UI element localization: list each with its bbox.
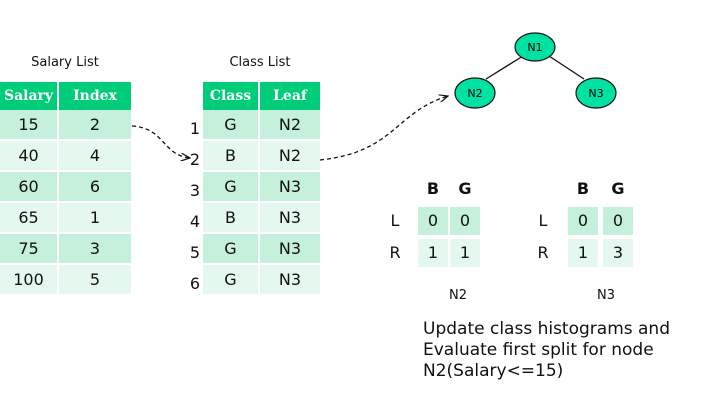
description-line: N2(Salary<=15) — [423, 361, 564, 381]
salary-header: Salary — [0, 82, 59, 110]
index-header: Index — [58, 82, 131, 110]
index-cell: 4 — [58, 140, 131, 172]
table-row: B N2 — [203, 140, 320, 172]
tree-node-n3: N3 — [575, 77, 617, 109]
table-row: 60 6 — [0, 171, 131, 203]
description-line: Update class histograms and — [423, 319, 670, 339]
histogram-cell: 0 — [418, 207, 448, 235]
histogram-cell: 0 — [568, 207, 598, 235]
dashed-arrow-index-to-row — [131, 125, 190, 158]
table-row: G N3 — [203, 171, 320, 203]
salary-list-title: Salary List — [31, 55, 99, 70]
histogram-col-header: G — [458, 179, 472, 198]
table-row: 40 4 — [0, 140, 131, 172]
table-row: 75 3 — [0, 233, 131, 265]
table-row: 100 5 — [0, 264, 131, 296]
tree-edge — [485, 55, 524, 80]
row-number: 3 — [189, 181, 200, 200]
leaf-cell: N2 — [259, 110, 320, 141]
histogram-caption-n3: N3 — [597, 288, 615, 303]
histogram-row-label: R — [389, 243, 401, 262]
table-row: G N2 — [203, 110, 320, 141]
histogram-cell: 1 — [418, 239, 448, 267]
table-row: G N3 — [203, 233, 320, 265]
salary-cell: 65 — [0, 202, 59, 234]
leaf-header: Leaf — [259, 82, 320, 110]
leaf-cell: N3 — [259, 202, 320, 234]
histogram-cell: 1 — [568, 239, 598, 267]
table-row: 15 2 — [0, 110, 131, 141]
histogram-cell: 0 — [450, 207, 480, 235]
class-list-header-row: Class Leaf — [203, 82, 320, 110]
row-number: 4 — [189, 212, 200, 231]
table-row: 65 1 — [0, 202, 131, 234]
class-cell: G — [203, 264, 260, 296]
histogram-cell: 0 — [603, 207, 633, 235]
row-number: 1 — [189, 119, 200, 138]
table-row: G N3 — [203, 264, 320, 296]
salary-cell: 60 — [0, 171, 59, 203]
svg-text:N3: N3 — [588, 87, 603, 100]
class-cell: G — [203, 233, 260, 265]
leaf-cell: N3 — [259, 171, 320, 203]
class-list-table: Class Leaf G N2 B N2 G N3 B N3 G N3 G N3 — [203, 82, 320, 296]
salary-cell: 40 — [0, 140, 59, 172]
leaf-cell: N3 — [259, 264, 320, 296]
index-cell: 3 — [58, 233, 131, 265]
histogram-cell: 3 — [603, 239, 633, 267]
class-cell: G — [203, 110, 260, 141]
histogram-caption-n2: N2 — [449, 288, 467, 303]
tree-edge — [548, 55, 585, 80]
histogram-cell: 1 — [450, 239, 480, 267]
index-cell: 2 — [58, 110, 131, 141]
salary-cell: 15 — [0, 110, 59, 141]
class-cell: B — [203, 140, 260, 172]
description-line: Evaluate first split for node — [423, 340, 654, 360]
index-cell: 1 — [58, 202, 131, 234]
salary-cell: 100 — [0, 264, 59, 296]
class-cell: B — [203, 202, 260, 234]
class-header: Class — [203, 82, 260, 110]
index-cell: 5 — [58, 264, 131, 296]
histogram-col-header: G — [611, 179, 625, 198]
class-cell: G — [203, 171, 260, 203]
row-number: 2 — [189, 150, 200, 169]
histogram-row-label: L — [390, 211, 400, 230]
class-list-title: Class List — [229, 55, 291, 70]
leaf-cell: N2 — [259, 140, 320, 172]
salary-cell: 75 — [0, 233, 59, 265]
histogram-col-header: B — [426, 179, 440, 198]
histogram-row-label: L — [538, 211, 548, 230]
salary-list-table: Salary Index 15 2 40 4 60 6 65 1 75 3 10… — [0, 82, 131, 296]
row-number: 6 — [189, 274, 200, 293]
description-text: Update class histograms and Evaluate fir… — [423, 319, 698, 382]
histogram-col-header: B — [576, 179, 590, 198]
svg-text:N1: N1 — [527, 41, 542, 54]
histogram-row-label: R — [537, 243, 549, 262]
dashed-arrow-row-to-node — [319, 96, 448, 161]
row-number: 5 — [189, 243, 200, 262]
salary-list-header-row: Salary Index — [0, 82, 131, 110]
tree-node-n2: N2 — [454, 77, 496, 109]
leaf-cell: N3 — [259, 233, 320, 265]
svg-text:N2: N2 — [467, 87, 482, 100]
tree-node-n1: N1 — [514, 32, 556, 62]
table-row: B N3 — [203, 202, 320, 234]
index-cell: 6 — [58, 171, 131, 203]
